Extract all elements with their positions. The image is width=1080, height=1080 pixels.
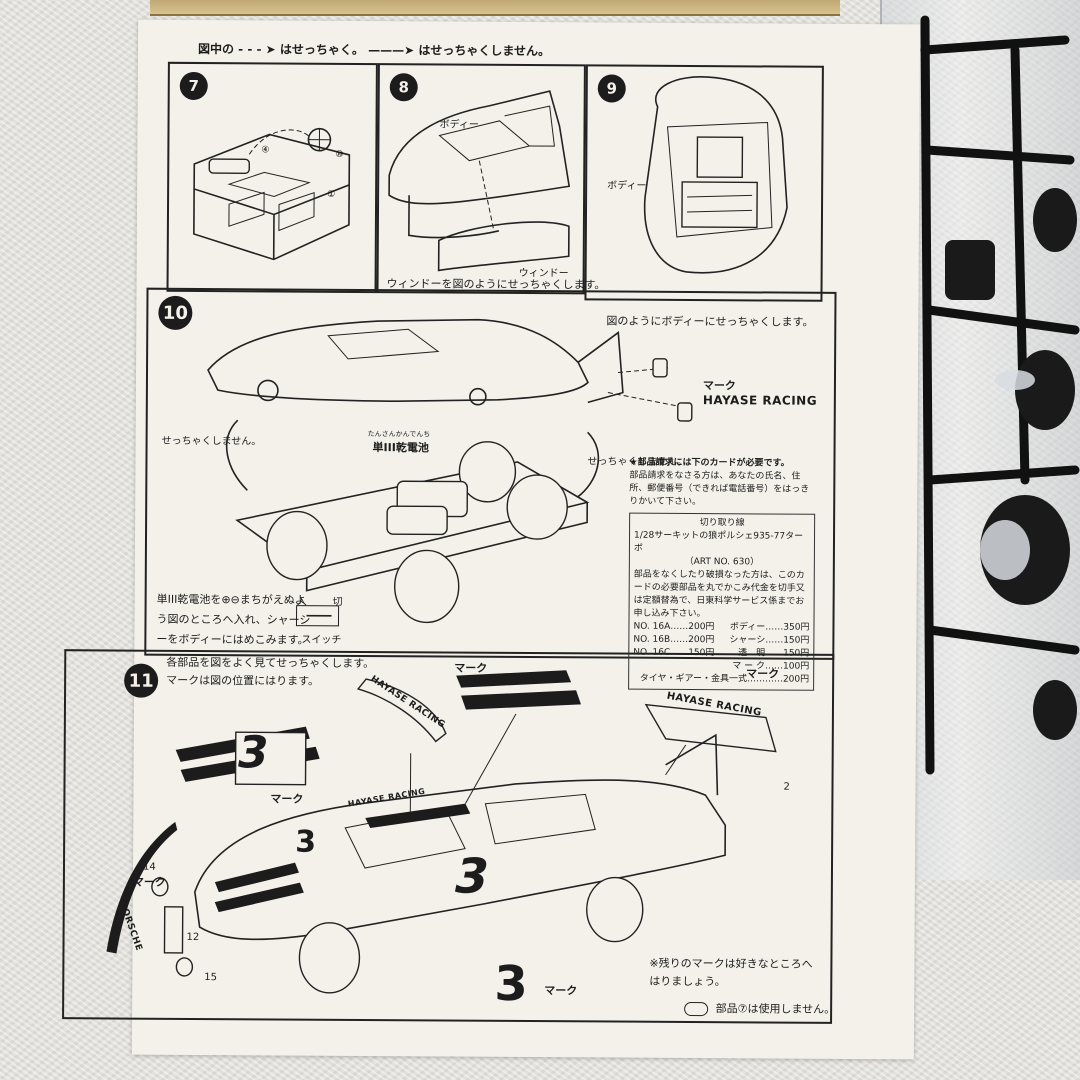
mark-label-left-decal: マーク: [270, 792, 304, 806]
step-10-instruction: 単III乾電池を⊕⊖まちがえぬよ う図のところへ入れ、シャーシ ーをボディーには…: [156, 590, 310, 651]
step-9-body-label: ボディー: [607, 180, 647, 192]
instruction-sheet: 図中の - - - ➤ はせっちゃく。 ———➤ はせっちゃくしません。 7 ④…: [62, 19, 921, 1060]
legend-label: 図中の: [197, 41, 235, 57]
card-body-text: 部品をなくしたり破損なった方は、このカードの必要部品を丸でかこみ代金を切手又は定…: [633, 569, 805, 620]
step-11-illustration: [106, 670, 777, 994]
cylinder-part-icon: [684, 1001, 709, 1017]
svg-text:①: ①: [327, 190, 335, 200]
legend-dashed-text: はせっちゃく。: [279, 42, 364, 58]
cut-line-label: 切り取り線: [699, 518, 745, 529]
bottom-number-decal: 3: [494, 955, 529, 1013]
step-11-panel: 11 各部品を図をよく見てせっちゃくします。 マークは図の位置にはります。: [62, 649, 835, 1024]
unused-part-text: 部品⑦は使用しません。: [715, 1002, 836, 1016]
battery-label: 単III乾電池: [372, 441, 429, 455]
notes-line2: 部品請求をなさる方は、あなたの氏名、住所、郵便番号（できれば電話番号）をはっきり…: [629, 470, 810, 508]
step-10-instruction-line: う図のところへ入れ、シャーシ: [156, 612, 311, 627]
step-8-panel: 8 ボディー ウィンドー ウィンドーを図のようにせっちゃくします。: [376, 63, 606, 295]
remaining-note-line2: はりましょう。: [649, 974, 726, 989]
mark-label-bottom: マーク: [544, 984, 578, 998]
step-9-illustration: [643, 76, 788, 274]
switch-off-label: 切: [332, 596, 343, 608]
sprue-runner: [920, 15, 1080, 775]
remaining-note-line1: ※残りのマークは好きなところへ: [649, 956, 813, 971]
step-9-panel: 9 ボディー 図のようにボディーにせっちゃくします。: [584, 64, 824, 329]
notes-line1: ★部品請求には下のカードが必要です。: [629, 457, 790, 469]
svg-text:④: ④: [261, 145, 269, 155]
step-10-no-glue-left: せっちゃくしません。: [161, 435, 262, 448]
product-name: 1/28サーキットの狼ポルシェ935-77ターボ: [633, 530, 804, 554]
step-10-instruction-line: 単III乾電池を⊕⊖まちがえぬよ: [156, 592, 306, 607]
remaining-note: ※残りのマークは好きなところへ はりましょう。: [649, 955, 812, 992]
part-number-15: 15: [204, 972, 218, 984]
solid-arrow-icon: ———➤: [368, 43, 415, 58]
price-row: NO. 16B……200円シャーシ……150円: [633, 634, 810, 646]
art-number: （ART NO. 630）: [684, 556, 760, 568]
dashed-arrow-icon: - - - ➤: [238, 42, 276, 57]
price-row: NO. 16A……200円ボディー……350円: [633, 621, 810, 633]
part-number-12: 12: [186, 931, 200, 944]
step-8-body-label: ボディー: [439, 119, 479, 131]
svg-text:⑩: ⑩: [335, 150, 343, 160]
part-number-2: 2: [783, 781, 790, 793]
step-10-illustration: [207, 318, 693, 627]
step-7-panel: 7 ④ ⑩ ①: [166, 61, 378, 294]
legend: 図中の - - - ➤ はせっちゃく。 ———➤ はせっちゃくしません。: [198, 40, 550, 59]
step-10-panel: 10 マーク HAYASE: [144, 287, 837, 691]
unused-part-note: 部品⑦は使用しません。: [684, 1000, 835, 1017]
hood-number-decal: 3: [295, 824, 317, 860]
battery-ruby: たんさんかんでんち: [367, 430, 431, 439]
part-number-14: 14: [142, 861, 156, 873]
legend-solid-text: はせっちゃくしません。: [418, 43, 551, 59]
step-7-illustration: ④ ⑩ ①: [193, 127, 351, 261]
step-10-instruction-line: ーをボディーにはめこみます。: [156, 632, 309, 647]
switch-on-label: 入: [296, 596, 307, 608]
kit-box-edge: [150, 0, 840, 16]
mark-label-porsche: マーク: [132, 875, 166, 889]
step-10-hayase-text: HAYASE RACING: [702, 393, 818, 408]
step-10-mark-label: マーク: [702, 379, 736, 393]
mark-label-wing: マーク: [746, 667, 780, 681]
switch-label: スイッチ: [301, 634, 342, 646]
mark-label-stripes: マーク: [454, 661, 488, 675]
step-8-illustration: [388, 90, 571, 272]
